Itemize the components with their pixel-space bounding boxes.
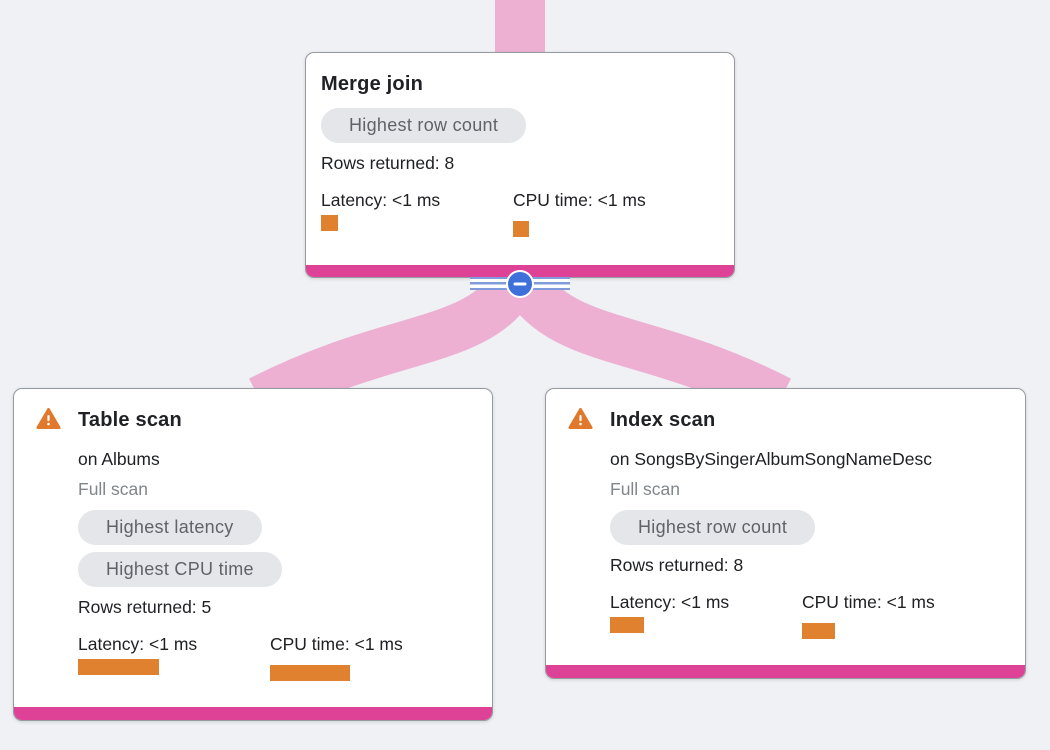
cpu-time-metric: CPU time: <1 ms [802,591,994,639]
node-accent-bar [14,707,492,720]
latency-bar [78,659,159,675]
badge-highest-row-count: Highest row count [321,108,527,143]
node-title: Table scan [78,409,182,431]
cpu-time-label: CPU time: <1 ms [513,190,646,210]
scan-target: on Albums [78,449,160,469]
latency-label: Latency: <1 ms [321,190,441,210]
latency-label: Latency: <1 ms [78,634,198,654]
node-title: Merge join [321,73,424,95]
edge-merge-join-to-table-scan [249,263,541,422]
cpu-time-bar [513,221,529,237]
node-accent-bar [546,665,1025,678]
cpu-time-bar [802,623,835,639]
collapse-children-button[interactable] [506,269,534,298]
plan-node-index-scan[interactable]: Index scan on SongsBySingerAlbumSongName… [545,388,1026,679]
warning-triangle-icon [568,407,593,430]
warning-triangle-icon [36,407,61,430]
scan-type: Full scan [610,479,681,499]
cpu-time-metric: CPU time: <1 ms [513,189,705,237]
badge-highest-row-count: Highest row count [610,510,816,545]
plan-node-merge-join[interactable]: Merge join Highest row count Rows return… [305,52,735,278]
collapse-handle [470,269,570,298]
cpu-time-metric: CPU time: <1 ms [270,633,462,681]
scan-target: on SongsBySingerAlbumSongNameDesc [610,449,932,469]
latency-metric: Latency: <1 ms [610,591,802,639]
latency-metric: Latency: <1 ms [78,633,270,681]
node-title: Index scan [610,409,716,431]
metrics-row: Latency: <1 ms CPU time: <1 ms [610,591,1011,639]
plan-node-table-scan[interactable]: Table scan on Albums Full scan Highest l… [13,388,493,721]
latency-bar [321,215,338,231]
cpu-time-bar [270,665,350,681]
rows-returned-text: Rows returned: 8 [321,153,455,173]
cpu-time-label: CPU time: <1 ms [802,592,935,612]
badge-highest-cpu-time: Highest CPU time [78,552,282,587]
edge-merge-join-to-index-scan [499,263,791,422]
scan-type: Full scan [78,479,149,499]
badge-highest-latency: Highest latency [78,510,262,545]
rows-returned-text: Rows returned: 8 [610,555,744,575]
latency-label: Latency: <1 ms [610,592,730,612]
metrics-row: Latency: <1 ms CPU time: <1 ms [78,633,478,681]
rows-returned-text: Rows returned: 5 [78,597,212,617]
metrics-row: Latency: <1 ms CPU time: <1 ms [321,189,720,237]
minus-icon [513,282,527,285]
latency-metric: Latency: <1 ms [321,189,513,237]
edge-parent-to-merge-join [495,0,545,56]
latency-bar [610,617,644,633]
cpu-time-label: CPU time: <1 ms [270,634,403,654]
